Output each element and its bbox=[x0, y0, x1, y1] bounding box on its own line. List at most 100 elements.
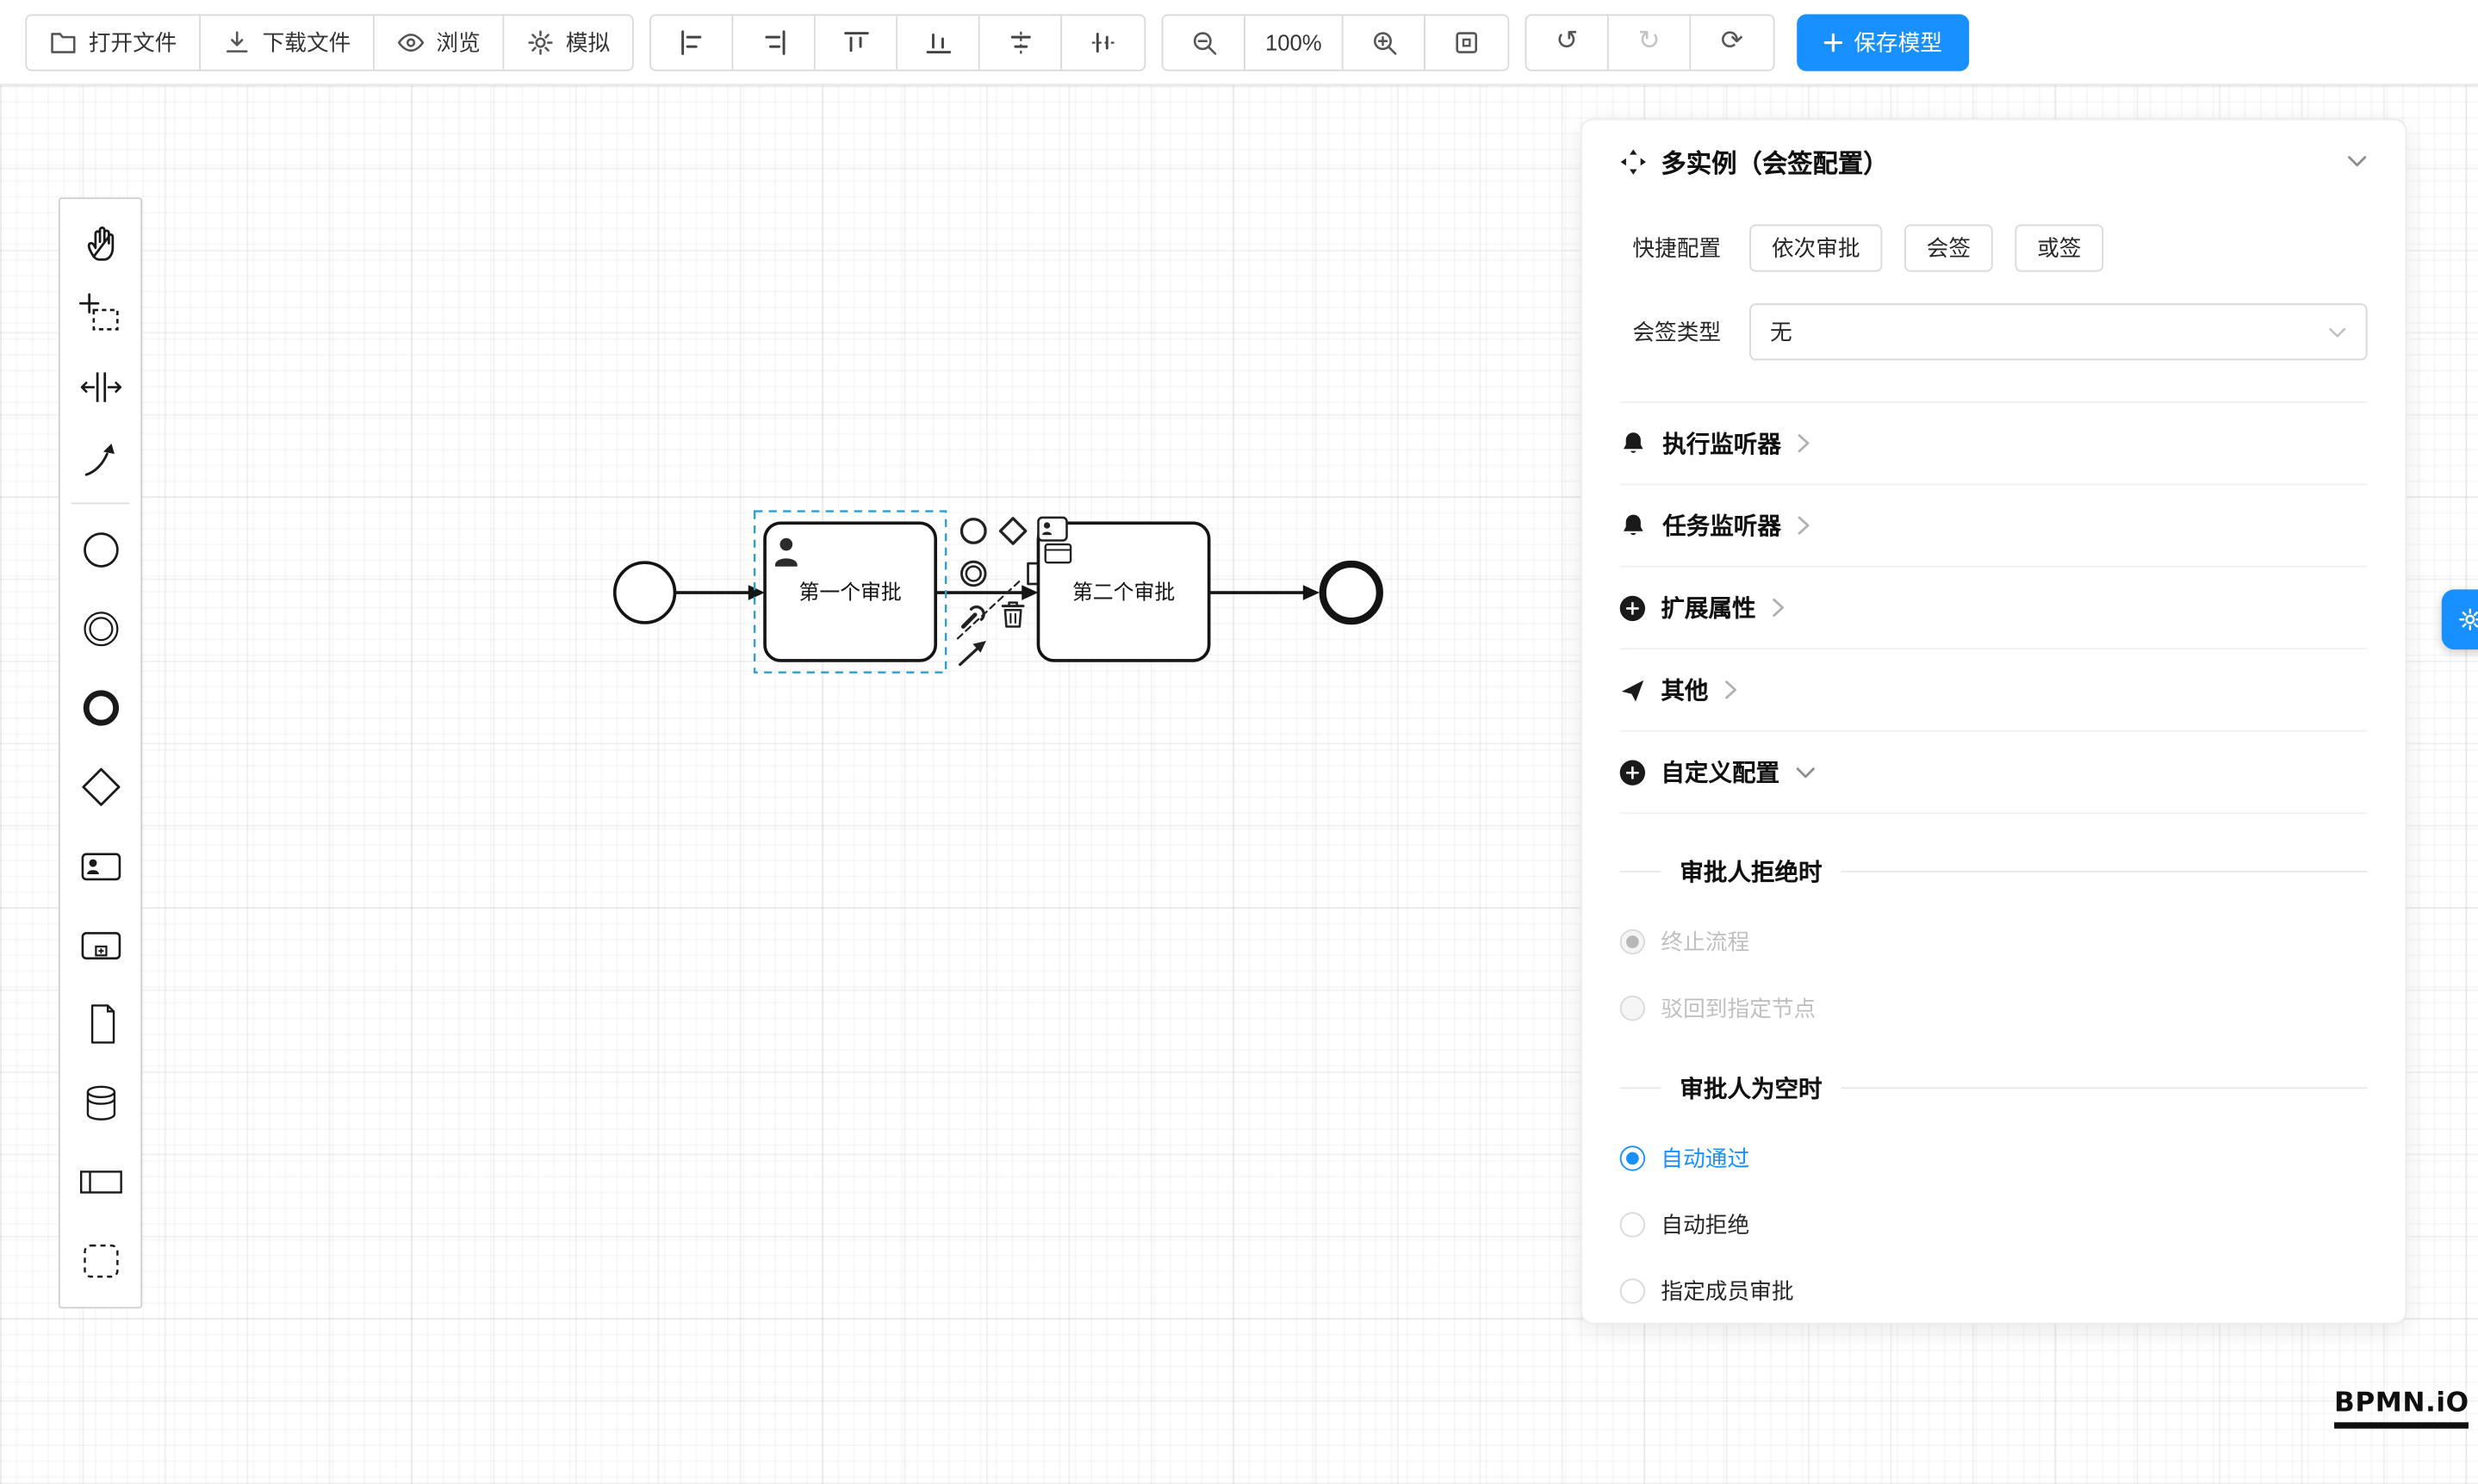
multi-instance-header[interactable]: 多实例（会签配置） bbox=[1620, 120, 2368, 202]
send-icon bbox=[1621, 679, 1644, 701]
palette-group[interactable] bbox=[60, 1221, 141, 1301]
chevron-right-icon bbox=[1725, 680, 1737, 699]
download-file-button[interactable]: 下载文件 bbox=[201, 15, 375, 69]
section-label: 任务监听器 bbox=[1662, 513, 1781, 541]
chevron-right-icon bbox=[1773, 598, 1785, 618]
chevron-right-icon bbox=[1798, 434, 1810, 453]
sign-type-select[interactable]: 无 bbox=[1749, 303, 2368, 361]
chevron-down-icon bbox=[1796, 767, 1815, 778]
align-bottom-button[interactable] bbox=[897, 15, 980, 69]
align-middle-icon bbox=[1091, 32, 1115, 53]
download-icon bbox=[226, 30, 248, 52]
delete-button[interactable] bbox=[1001, 601, 1025, 628]
connect-button[interactable] bbox=[959, 641, 986, 667]
palette-data-store[interactable] bbox=[60, 1064, 141, 1143]
align-left-icon bbox=[680, 29, 701, 54]
append-end-event-button[interactable] bbox=[960, 518, 987, 544]
palette-participant[interactable] bbox=[60, 1143, 141, 1222]
quick-config-buttons: 依次审批 会签 或签 bbox=[1749, 224, 2104, 272]
folder-icon bbox=[51, 32, 76, 53]
text-annotation-button[interactable] bbox=[1027, 562, 1039, 586]
zoom-out-icon bbox=[1192, 31, 1216, 54]
section-task-listener[interactable]: 任务监听器 bbox=[1619, 483, 2368, 565]
palette-lasso-tool[interactable] bbox=[60, 278, 141, 351]
zoom-reset-button[interactable] bbox=[1425, 15, 1508, 69]
radio-auto-reject[interactable]: 自动拒绝 bbox=[1619, 1209, 2368, 1241]
simulate-button[interactable]: 模拟 bbox=[504, 15, 632, 69]
align-right-button[interactable] bbox=[733, 15, 816, 69]
radio-reject-to-node: 驳回到指定节点 bbox=[1619, 992, 2368, 1024]
align-top-icon bbox=[843, 31, 868, 52]
radio-designated-member[interactable]: 指定成员审批 bbox=[1619, 1276, 2368, 1307]
palette-hand-tool[interactable] bbox=[60, 206, 141, 278]
preview-button[interactable]: 浏览 bbox=[374, 15, 505, 69]
align-middle-button[interactable] bbox=[1061, 15, 1145, 69]
palette-gateway[interactable] bbox=[60, 748, 141, 827]
start-event-shape[interactable] bbox=[612, 561, 677, 624]
palette-space-tool[interactable] bbox=[60, 351, 141, 423]
sign-type-row: 会签类型 无 bbox=[1620, 303, 2368, 361]
sequential-approval-button[interactable]: 依次审批 bbox=[1749, 224, 1883, 272]
element-palette bbox=[58, 197, 143, 1309]
section-other[interactable]: 其他 bbox=[1619, 648, 2368, 730]
palette-subprocess[interactable] bbox=[60, 905, 141, 984]
bpmn-io-logo[interactable]: BPMN.iO bbox=[2334, 1388, 2469, 1429]
reject-section-title: 审批人拒绝时 bbox=[1680, 860, 1823, 887]
refresh-button[interactable]: ⟳ bbox=[1691, 15, 1773, 69]
countersign-button[interactable]: 会签 bbox=[1904, 224, 1993, 272]
open-file-button[interactable]: 打开文件 bbox=[27, 15, 202, 69]
palette-intermediate-event[interactable] bbox=[60, 589, 141, 668]
user-task-1[interactable]: 第一个审批 bbox=[763, 521, 938, 662]
sequence-flow-1[interactable] bbox=[674, 585, 766, 600]
save-model-button[interactable]: 保存模型 bbox=[1797, 13, 1970, 71]
history-button-group: ↺ ↻ ⟳ bbox=[1525, 13, 1775, 71]
radio-auto-pass[interactable]: 自动通过 bbox=[1619, 1143, 2368, 1175]
orsign-button[interactable]: 或签 bbox=[2015, 224, 2104, 272]
plus-icon bbox=[1823, 32, 1843, 52]
sign-type-label: 会签类型 bbox=[1632, 319, 1722, 345]
undo-button[interactable]: ↺ bbox=[1526, 15, 1609, 69]
append-window-badge[interactable] bbox=[1044, 543, 1072, 564]
align-bottom-icon bbox=[925, 32, 951, 53]
radio-icon bbox=[1619, 1146, 1646, 1171]
change-type-button[interactable] bbox=[960, 605, 985, 629]
align-left-button[interactable] bbox=[650, 15, 734, 69]
space-tool-icon bbox=[79, 372, 121, 402]
eye-icon bbox=[397, 33, 425, 52]
redo-button[interactable]: ↻ bbox=[1608, 15, 1692, 69]
align-top-button[interactable] bbox=[815, 15, 898, 69]
align-center-button[interactable] bbox=[979, 15, 1062, 69]
hand-icon bbox=[86, 227, 114, 261]
append-gateway-button[interactable] bbox=[998, 517, 1028, 545]
sequence-flow-3[interactable] bbox=[1208, 585, 1320, 600]
radio-icon bbox=[1619, 928, 1646, 955]
palette-end-event[interactable] bbox=[60, 668, 141, 748]
download-file-label: 下载文件 bbox=[262, 28, 351, 55]
redo-icon: ↻ bbox=[1637, 25, 1661, 58]
palette-user-task[interactable] bbox=[60, 827, 141, 906]
sequence-flow-2[interactable] bbox=[935, 585, 1039, 600]
group-icon bbox=[83, 1244, 118, 1278]
append-user-task-badge[interactable] bbox=[1037, 516, 1068, 542]
empty-section-title: 审批人为空时 bbox=[1680, 1076, 1823, 1103]
radio-icon bbox=[1619, 1278, 1646, 1304]
gateway-icon bbox=[81, 767, 120, 806]
palette-global-connect-tool[interactable] bbox=[60, 424, 141, 496]
zoom-out-button[interactable] bbox=[1163, 15, 1245, 69]
zoom-level: 100% bbox=[1245, 15, 1344, 69]
palette-data-object[interactable] bbox=[60, 984, 141, 1064]
gear-icon bbox=[2459, 608, 2478, 630]
section-extended-properties[interactable]: 扩展属性 bbox=[1619, 565, 2368, 648]
panel-toggle-button[interactable] bbox=[2441, 589, 2478, 650]
data-object-icon bbox=[90, 1004, 115, 1044]
quick-config-row: 快捷配置 依次审批 会签 或签 bbox=[1620, 224, 2368, 272]
section-execution-listener[interactable]: 执行监听器 bbox=[1619, 401, 2368, 483]
zoom-in-button[interactable] bbox=[1343, 15, 1426, 69]
reject-section-divider: 审批人拒绝时 bbox=[1620, 855, 2368, 889]
append-intermediate-event-button[interactable] bbox=[960, 560, 987, 587]
palette-start-event[interactable] bbox=[60, 511, 141, 590]
end-event-shape[interactable] bbox=[1319, 560, 1383, 625]
section-custom-config[interactable]: 自定义配置 bbox=[1619, 730, 2368, 812]
chevron-down-icon bbox=[2348, 156, 2367, 167]
